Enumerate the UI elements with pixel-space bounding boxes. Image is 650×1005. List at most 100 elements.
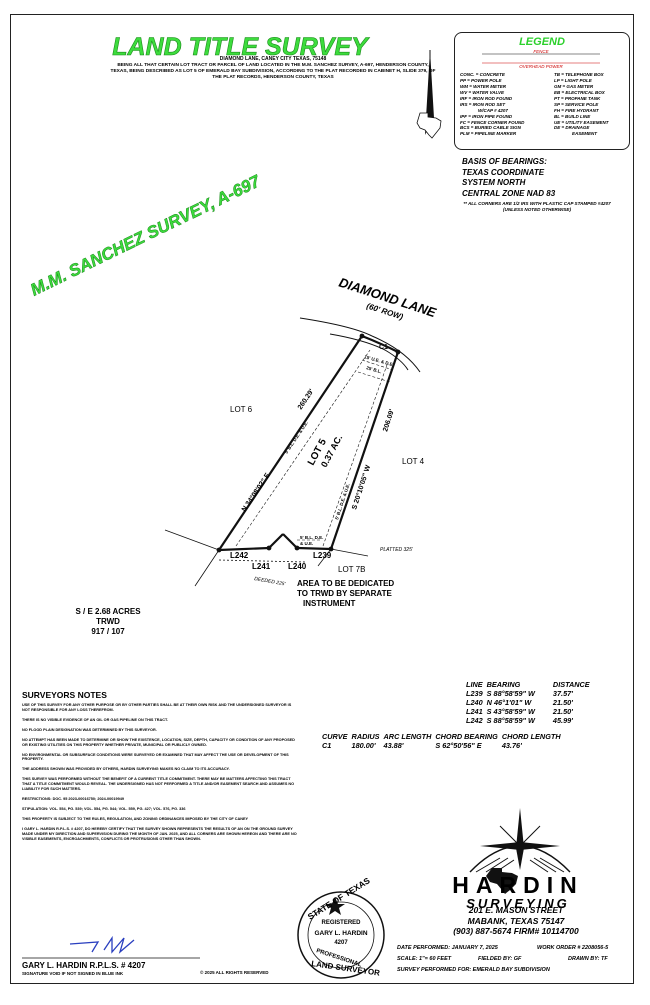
legend-right-list: TB = TELEPHONE BOX LP = LIGHT POLE GM = …	[554, 72, 628, 137]
dedicate-line-3: INSTRUMENT	[303, 599, 356, 608]
legend-item: SP = SERVICE POLE	[554, 101, 599, 107]
table-cell: S 88°58'59" W	[486, 716, 535, 725]
legend-fence-label: FENCE	[533, 49, 549, 54]
easement-back-1: 5' B.L. D.E.	[300, 535, 323, 540]
note-item: NO ENVIRONMENTAL OR SUBSURFACE CONDITION…	[22, 752, 289, 762]
signature-void-note: SIGNATURE VOID IF NOT SIGNED IN BLUE INK	[22, 971, 124, 976]
note-item: I GARY L. HARDIN R.P.L.S. # 4207, DO HER…	[22, 826, 297, 841]
legend-item: IRS = IRON ROD SET	[460, 101, 506, 107]
line-table: LINE BEARING DISTANCE L239 S 88°58'59" W…	[466, 680, 594, 725]
signature-name: GARY L. HARDIN R.P.L.S. # 4207	[22, 961, 146, 970]
seal-number: 4207	[334, 940, 348, 946]
legend-item: FC = FENCE CORNER FOUND	[460, 119, 525, 125]
seal-registered: REGISTERED	[321, 920, 361, 926]
table-cell: 37.57'	[552, 689, 573, 698]
job-scale: SCALE: 1"= 60 FEET	[397, 956, 452, 962]
table-cell: 43.88'	[383, 741, 404, 750]
description-text: BEING ALL THAT CERTAIN LOT TRACT OR PARC…	[110, 63, 436, 80]
line-table-header: LINE	[466, 680, 483, 689]
table-cell: S 62°50'56" E	[435, 741, 482, 750]
legend-left-list: CONC. = CONCRETE PP = POWER POLE WM = WA…	[460, 72, 546, 137]
job-drawn: DRAWN BY: TF	[568, 956, 608, 962]
extension-lines	[164, 529, 369, 587]
note-item: THE ADDRESS SHOWN WAS PROVIDED BY OTHERS…	[22, 767, 230, 772]
lot-6-label: LOT 6	[230, 405, 253, 414]
legend-item: EASEMENT	[572, 131, 598, 137]
line-label-l239: L239	[313, 551, 332, 560]
lot-4-label: LOT 4	[402, 457, 425, 466]
line-label-l241: L241	[252, 562, 271, 571]
corner-markers	[216, 333, 401, 553]
platted-label: PLATTED 325'	[380, 547, 414, 553]
curve-table: CURVE RADIUS ARC LENGTH CHORD BEARING CH…	[322, 732, 565, 750]
table-cell: S 88°58'59" W	[486, 689, 535, 698]
legend-item: GM = GAS METER	[554, 83, 594, 89]
bearings-line: SYSTEM NORTH	[462, 178, 526, 188]
se-acres-2: TRWD	[96, 617, 120, 626]
legend-box	[454, 32, 630, 150]
dedicate-line-2: TO TRWD BY SEPARATE	[297, 589, 392, 598]
job-performed-for: SURVEY PERFORMED FOR: EMERALD BAY SUBDIV…	[397, 967, 550, 973]
deeded-label: DEEDED 225'	[254, 576, 287, 588]
legend-item: IPF = IRON PIPE FOUND	[460, 113, 513, 119]
company-name-2: SURVEYING	[466, 896, 570, 911]
bearings-line: CENTRAL ZONE NAD 83	[462, 188, 556, 198]
job-work-order: WORK ORDER # 2208056-5	[537, 945, 609, 951]
border-frame	[10, 14, 634, 984]
east-distance: 206.09'	[382, 408, 396, 432]
texas-map-icon	[416, 112, 442, 139]
note-item: NO ATTEMPT HAS BEEN MADE TO DETERMINE OR…	[22, 737, 295, 747]
table-cell: 45.99'	[552, 716, 573, 725]
curve-table-header: RADIUS	[351, 732, 380, 741]
company-name-1: HARDIN	[452, 872, 583, 898]
note-item: USE OF THIS SURVEY FOR ANY OTHER PURPOSE…	[22, 703, 292, 712]
note-item: RESTRICTIONS: DOC. 95 2023-00016750; 202…	[22, 797, 124, 802]
legend-item: W/CAP # 4207	[478, 107, 508, 113]
line-label-l242: L242	[230, 551, 249, 560]
signature-mark	[69, 935, 135, 954]
legend-item: IRF = IRON ROD FOUND	[460, 95, 513, 101]
legend-item: TB = TELEPHONE BOX	[554, 72, 604, 77]
legend-item: PT = PROPANE TANK	[554, 95, 601, 101]
legend-item: DE = DRAINAGE	[554, 125, 590, 131]
table-row: L240 N 46°1'01" W 21.50'	[466, 698, 594, 707]
legend-title: LEGEND	[519, 36, 565, 48]
legend-item: WM = WATER METER	[460, 83, 507, 89]
easement-west: 5' B.L. D.E. & U.E.	[284, 420, 309, 454]
east-bearing: S 20°10'05" W	[350, 464, 372, 511]
table-row: L242 S 88°58'59" W 45.99'	[466, 716, 594, 725]
bearings-line: BASIS OF BEARINGS:	[462, 157, 547, 166]
legend-item: EB = ELECTRICAL BOX	[554, 89, 605, 95]
bearings-line: TEXAS COORDINATE	[462, 167, 545, 177]
table-cell: L240	[466, 698, 483, 707]
table-cell: N 46°1'01" W	[486, 698, 532, 707]
legend-item: LP = LIGHT POLE	[554, 77, 592, 83]
legend-item: BL = BUILD LINE	[554, 113, 591, 119]
note-item: THIS PROPERTY IS SUBJECT TO THE RULES, R…	[22, 816, 249, 821]
lot-7b-label: LOT 7B	[338, 565, 365, 574]
diamond-lane-road	[299, 317, 421, 373]
legend-power-label: OVERHEAD POWER	[519, 64, 563, 69]
legend-item: CONC. = CONCRETE	[460, 72, 505, 77]
legend-item: BCS = BURIED CABLE SIGN	[460, 125, 521, 131]
line-table-header: DISTANCE	[552, 680, 590, 689]
job-date: DATE PERFORMED: JANUARY 7, 2025	[397, 945, 498, 951]
table-cell: S 43°58'59" W	[486, 707, 535, 716]
dedicate-line-1: AREA TO BE DEDICATED	[297, 579, 394, 588]
easement-front-2: 25' B.L.	[366, 365, 383, 374]
west-bearing: N 34°08'02" E	[240, 471, 272, 513]
company-street: 201 E. MASON STREET	[468, 905, 564, 915]
corners-note: ** ALL CORNERS ARE 1/2 IRS WITH PLASTIC …	[463, 201, 611, 212]
legend-item: PP = POWER POLE	[460, 77, 502, 83]
notes-list: USE OF THIS SURVEY FOR ANY OTHER PURPOSE…	[22, 703, 298, 847]
curve-table-header: CHORD LENGTH	[501, 732, 561, 741]
table-row: C1 180.00' 43.88' S 62°50'56" E 43.76'	[322, 741, 565, 750]
texas-logo-icon	[486, 868, 518, 894]
copyright-text: © 2025 ALL RIGHTS RESERVED	[200, 970, 269, 975]
surveyor-seal-icon	[297, 891, 385, 979]
address-text: DIAMOND LANE, CANEY CITY TEXAS, 75148	[219, 56, 327, 62]
company-city: MABANK, TEXAS 75147	[467, 915, 565, 926]
legend-item: WV = WATER VALVE	[460, 89, 504, 95]
